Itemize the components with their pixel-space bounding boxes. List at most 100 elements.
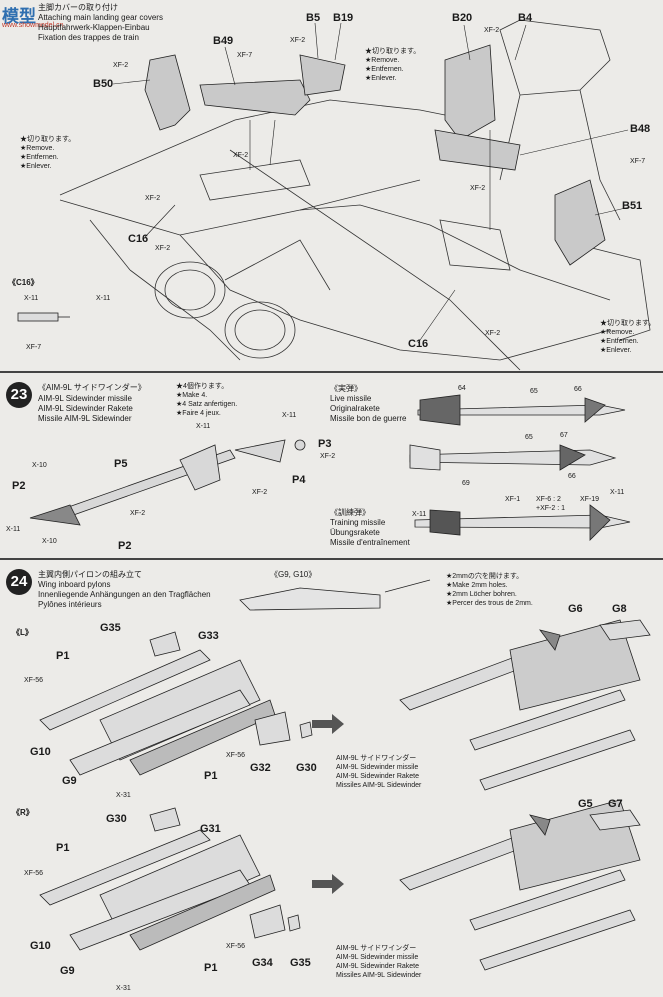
- missile-caption-en: AIM-9L Sidewinder missile: [336, 954, 419, 961]
- paint-code: XF-7: [237, 52, 253, 59]
- remove-note-fr: ★Enlever.: [20, 163, 52, 170]
- missile-caption-de: AIM-9L Sidewinder Rakete: [336, 963, 420, 970]
- part-label: P1: [204, 770, 218, 782]
- paint-code: X-11: [412, 511, 427, 518]
- part-label: G10: [30, 746, 51, 758]
- paint-code: X-10: [32, 462, 47, 469]
- watermark-url: www.showmodel.cn: [2, 22, 64, 29]
- remove-note-en: ★Remove.: [600, 329, 635, 336]
- remove-note-jp: ★切り取ります。: [20, 136, 76, 143]
- part-label: G30: [296, 762, 317, 774]
- step24-title-jp: 主翼内側パイロンの組み立て: [38, 570, 142, 579]
- training-missile-de: Übungsrakete: [330, 528, 380, 537]
- step23-title-fr: Missile AIM-9L Sidewinder: [38, 414, 132, 423]
- part-label: B49: [213, 35, 234, 47]
- paint-code: X-31: [116, 985, 131, 992]
- part-label: C16: [128, 233, 149, 245]
- part-label: P1: [56, 650, 70, 662]
- part-label: G30: [106, 813, 127, 825]
- part-label: P1: [204, 962, 218, 974]
- remove-note-de: ★Entfernen.: [20, 154, 59, 161]
- paint-code: X-10: [42, 538, 57, 545]
- part-label: B20: [452, 12, 473, 24]
- part-label: G35: [290, 957, 311, 969]
- paint-code: X-11: [196, 423, 211, 430]
- step24-title-en: Wing inboard pylons: [38, 580, 111, 589]
- part-label: P3: [318, 438, 332, 450]
- decal-number: 64: [458, 385, 466, 392]
- remove-note-jp: ★切り取ります。: [365, 48, 421, 55]
- part-label: P2: [12, 480, 26, 492]
- training-missile-jp: 《訓練弾》: [330, 508, 370, 517]
- paint-code: X-11: [282, 412, 297, 419]
- paint-code: XF-2: [130, 510, 146, 517]
- detail-label: 《C16》: [8, 278, 39, 287]
- remove-note-fr: ★Enlever.: [600, 347, 632, 354]
- top-title-en: Attaching main landing gear covers: [38, 13, 163, 22]
- training-missile-en: Training missile: [330, 518, 386, 527]
- training-missile-fr: Missile d'entraînement: [330, 538, 410, 547]
- part-label: G31: [200, 823, 221, 835]
- step23-title-jp: 《AIM-9L サイドワインダー》: [38, 383, 146, 392]
- make-note-fr: ★Faire 4 jeux.: [176, 410, 221, 417]
- part-label: G9: [60, 965, 75, 977]
- make-note-en: ★Make 4.: [176, 392, 208, 399]
- missile-caption-de: AIM-9L Sidewinder Rakete: [336, 773, 420, 780]
- remove-note-en: ★Remove.: [365, 57, 400, 64]
- part-label: G35: [100, 622, 121, 634]
- hole-note-en: ★Make 2mm holes.: [446, 582, 508, 589]
- part-label: G6: [568, 603, 583, 615]
- part-label: P1: [56, 842, 70, 854]
- part-label: B4: [518, 12, 533, 24]
- live-missile-en: Live missile: [330, 394, 372, 403]
- part-label: G7: [608, 798, 623, 810]
- top-title-fr: Fixation des trappes de train: [38, 33, 139, 42]
- paint-code: XF-56: [226, 752, 246, 759]
- part-label: G33: [198, 630, 219, 642]
- step24-title-de: Innenliegende Anhängungen an den Tragflä…: [38, 590, 211, 599]
- decal-number: 66: [568, 473, 576, 480]
- paint-code: XF-56: [226, 943, 246, 950]
- top-title-jp: 主脚カバーの取り付け: [38, 3, 118, 12]
- missile-caption-fr: Missiles AIM-9L Sidewinder: [336, 972, 422, 979]
- paint-code: +XF-2 : 1: [536, 505, 565, 512]
- hole-note-fr: ★Percer des trous de 2mm.: [446, 600, 533, 607]
- part-label: P2: [118, 540, 132, 552]
- paint-code: XF-2: [252, 489, 268, 496]
- watermark-logo: 模型 www.showmodel.cn: [2, 2, 63, 34]
- remove-note-de: ★Entfernen.: [365, 66, 404, 73]
- top-title-de: Hauptfahrwerk-Klappen-Einbau: [38, 23, 150, 32]
- step-number-24: 24: [6, 569, 32, 595]
- remove-note-de: ★Entfernen.: [600, 338, 639, 345]
- remove-note-fr: ★Enlever.: [365, 75, 397, 82]
- step-number-23: 23: [6, 382, 32, 408]
- detail-label: 《G9, G10》: [270, 570, 317, 579]
- paint-code: X-31: [116, 792, 131, 799]
- live-missile-de: Originalrakete: [330, 404, 380, 413]
- step23-title-de: AIM-9L Sidewinder Rakete: [38, 404, 133, 413]
- missile-caption-fr: Missiles AIM-9L Sidewinder: [336, 782, 422, 789]
- part-label: G32: [250, 762, 271, 774]
- hole-note-jp: ★2mmの穴を開けます。: [446, 573, 524, 580]
- paint-code: XF-2: [484, 27, 500, 34]
- decal-number: 65: [525, 434, 533, 441]
- paint-code: X-11: [610, 489, 625, 496]
- step23-title-en: AIM-9L Sidewinder missile: [38, 394, 132, 403]
- decal-number: 65: [530, 388, 538, 395]
- paint-code: XF-2: [145, 195, 161, 202]
- part-label: B19: [333, 12, 354, 24]
- paint-code: XF-56: [24, 870, 44, 877]
- part-label: G5: [578, 798, 593, 810]
- paint-code: XF-19: [580, 496, 600, 503]
- paint-code: XF-7: [26, 344, 42, 351]
- part-label: C16: [408, 338, 429, 350]
- paint-code: XF-2: [470, 185, 486, 192]
- part-label: B51: [622, 200, 643, 212]
- paint-code: XF-2: [113, 62, 129, 69]
- right-label: 《R》: [12, 808, 34, 817]
- part-label: G9: [62, 775, 77, 787]
- make-note-jp: ★4個作ります。: [176, 383, 229, 390]
- paint-code: XF-2: [320, 453, 336, 460]
- paint-code: XF-2: [233, 152, 249, 159]
- part-label: P4: [292, 474, 306, 486]
